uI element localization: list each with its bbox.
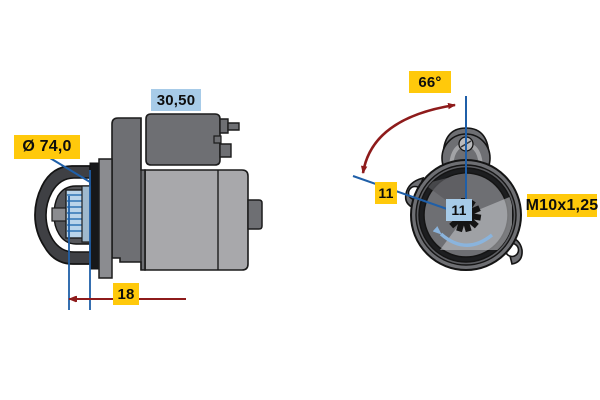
callout-angle: 66° [409, 71, 451, 93]
dimension-witness-lines [68, 170, 91, 310]
mounting-flange-plate [89, 158, 113, 279]
callout-teeth-center: 11 [446, 199, 472, 221]
motor-body [144, 169, 263, 271]
solenoid [145, 113, 240, 166]
callout-top-dimension: 30,50 [151, 89, 201, 111]
callout-thread-spec: M10x1,25 [526, 194, 598, 217]
callout-teeth-left: 11 [375, 182, 397, 204]
callout-depth: 18 [113, 283, 139, 305]
leader-line-diameter [49, 157, 91, 183]
arc-arrow-icon [360, 102, 456, 174]
pinion-gear [65, 185, 92, 243]
drive-end-housing [111, 117, 146, 271]
rotation-arrow-icon [432, 226, 494, 247]
callout-diameter: Ø 74,0 [14, 135, 80, 159]
side-view-group [34, 113, 263, 310]
